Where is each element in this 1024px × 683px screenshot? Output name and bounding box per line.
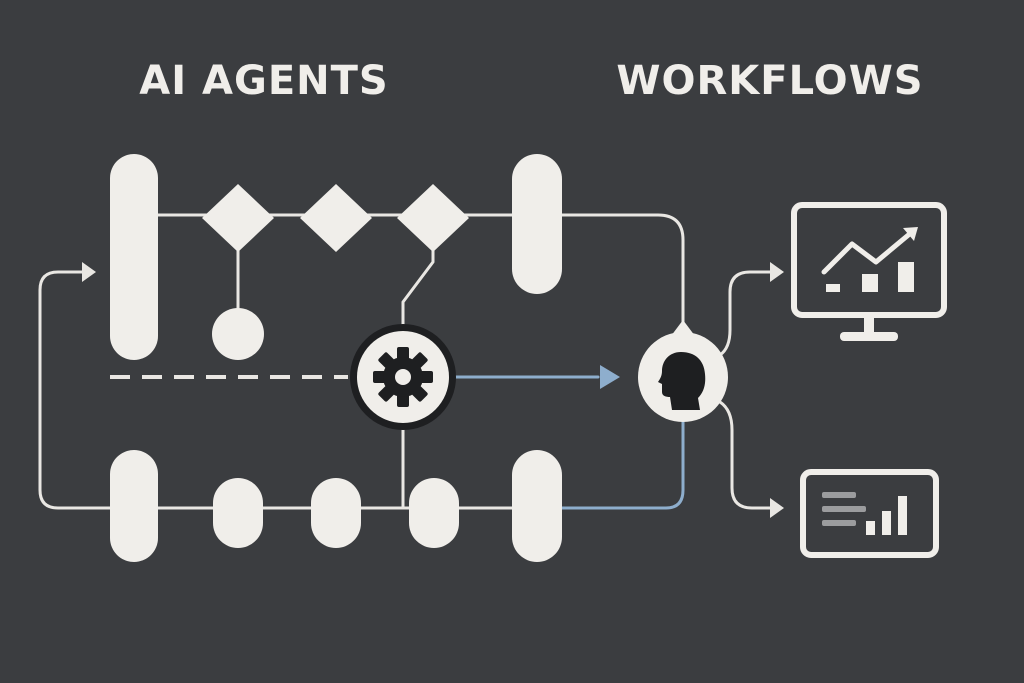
agent-pill-bottom-left [110,450,158,562]
arrowhead-monitor [770,262,784,282]
person-head-icon [658,352,706,410]
dashboard-panel-icon [822,492,907,535]
agent-pill-bottom-right [512,450,562,562]
diamond-to-gear-line [401,242,435,332]
monitor-output [791,202,947,341]
memory-node-circle [212,308,264,360]
hub-to-dashboard-line [718,400,774,510]
arrowhead-feedback [82,262,96,282]
decision-diamond-2 [300,184,372,252]
monitor-base [840,332,898,341]
heading-workflows: WORKFLOWS [616,58,923,104]
arrowhead-dashboard [770,498,784,518]
top-to-hub-line [535,213,685,340]
decision-diamond-3 [397,184,469,252]
arrowhead-blue [600,365,620,389]
dashboard-panel [800,469,939,558]
step-oval-2 [311,478,361,548]
gear-icon [373,347,433,407]
feedback-loop-line [38,270,112,510]
monitor-stand [864,318,874,334]
blue-connector-lines [454,375,685,510]
bottom-to-hub-blue-line [560,418,685,510]
gear-node [350,324,456,430]
heading-ai-agents: AI AGENTS [139,58,388,104]
step-oval-3 [409,478,459,548]
monitor-screen [791,202,947,318]
dashboard-output [800,469,939,558]
decision-diamond-1 [202,184,274,252]
monitor-trend-chart-icon [821,227,918,292]
node-shapes [110,154,562,562]
agent-pill-top-left [110,154,158,360]
agent-pill-top-right [512,154,562,294]
hub-node [638,320,728,422]
step-oval-1 [213,478,263,548]
arrowheads [82,262,784,518]
hub-to-monitor-line [718,270,774,357]
